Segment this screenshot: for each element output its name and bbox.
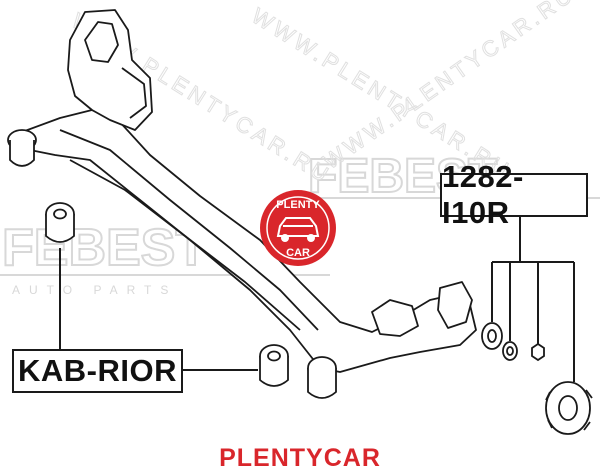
part-label-1282-i10r: 1282-I10R xyxy=(440,159,588,230)
part-label-kab-rior: KAB-RIOR xyxy=(12,349,183,393)
rear-axle-beam xyxy=(7,9,477,399)
hub-parts xyxy=(481,322,593,435)
footer-brand: PLENTYCAR xyxy=(219,444,381,472)
logo-bottom-text: CAR xyxy=(286,247,310,259)
logo-top-text: PLENTY xyxy=(276,199,320,211)
bushing-part-lower xyxy=(259,344,289,387)
svg-text:AUTO PARTS: AUTO PARTS xyxy=(12,283,177,297)
plentycar-logo: PLENTY CAR xyxy=(260,190,336,266)
leader-lines xyxy=(59,217,575,382)
bushing-part-top xyxy=(45,202,75,243)
car-icon xyxy=(276,217,320,242)
